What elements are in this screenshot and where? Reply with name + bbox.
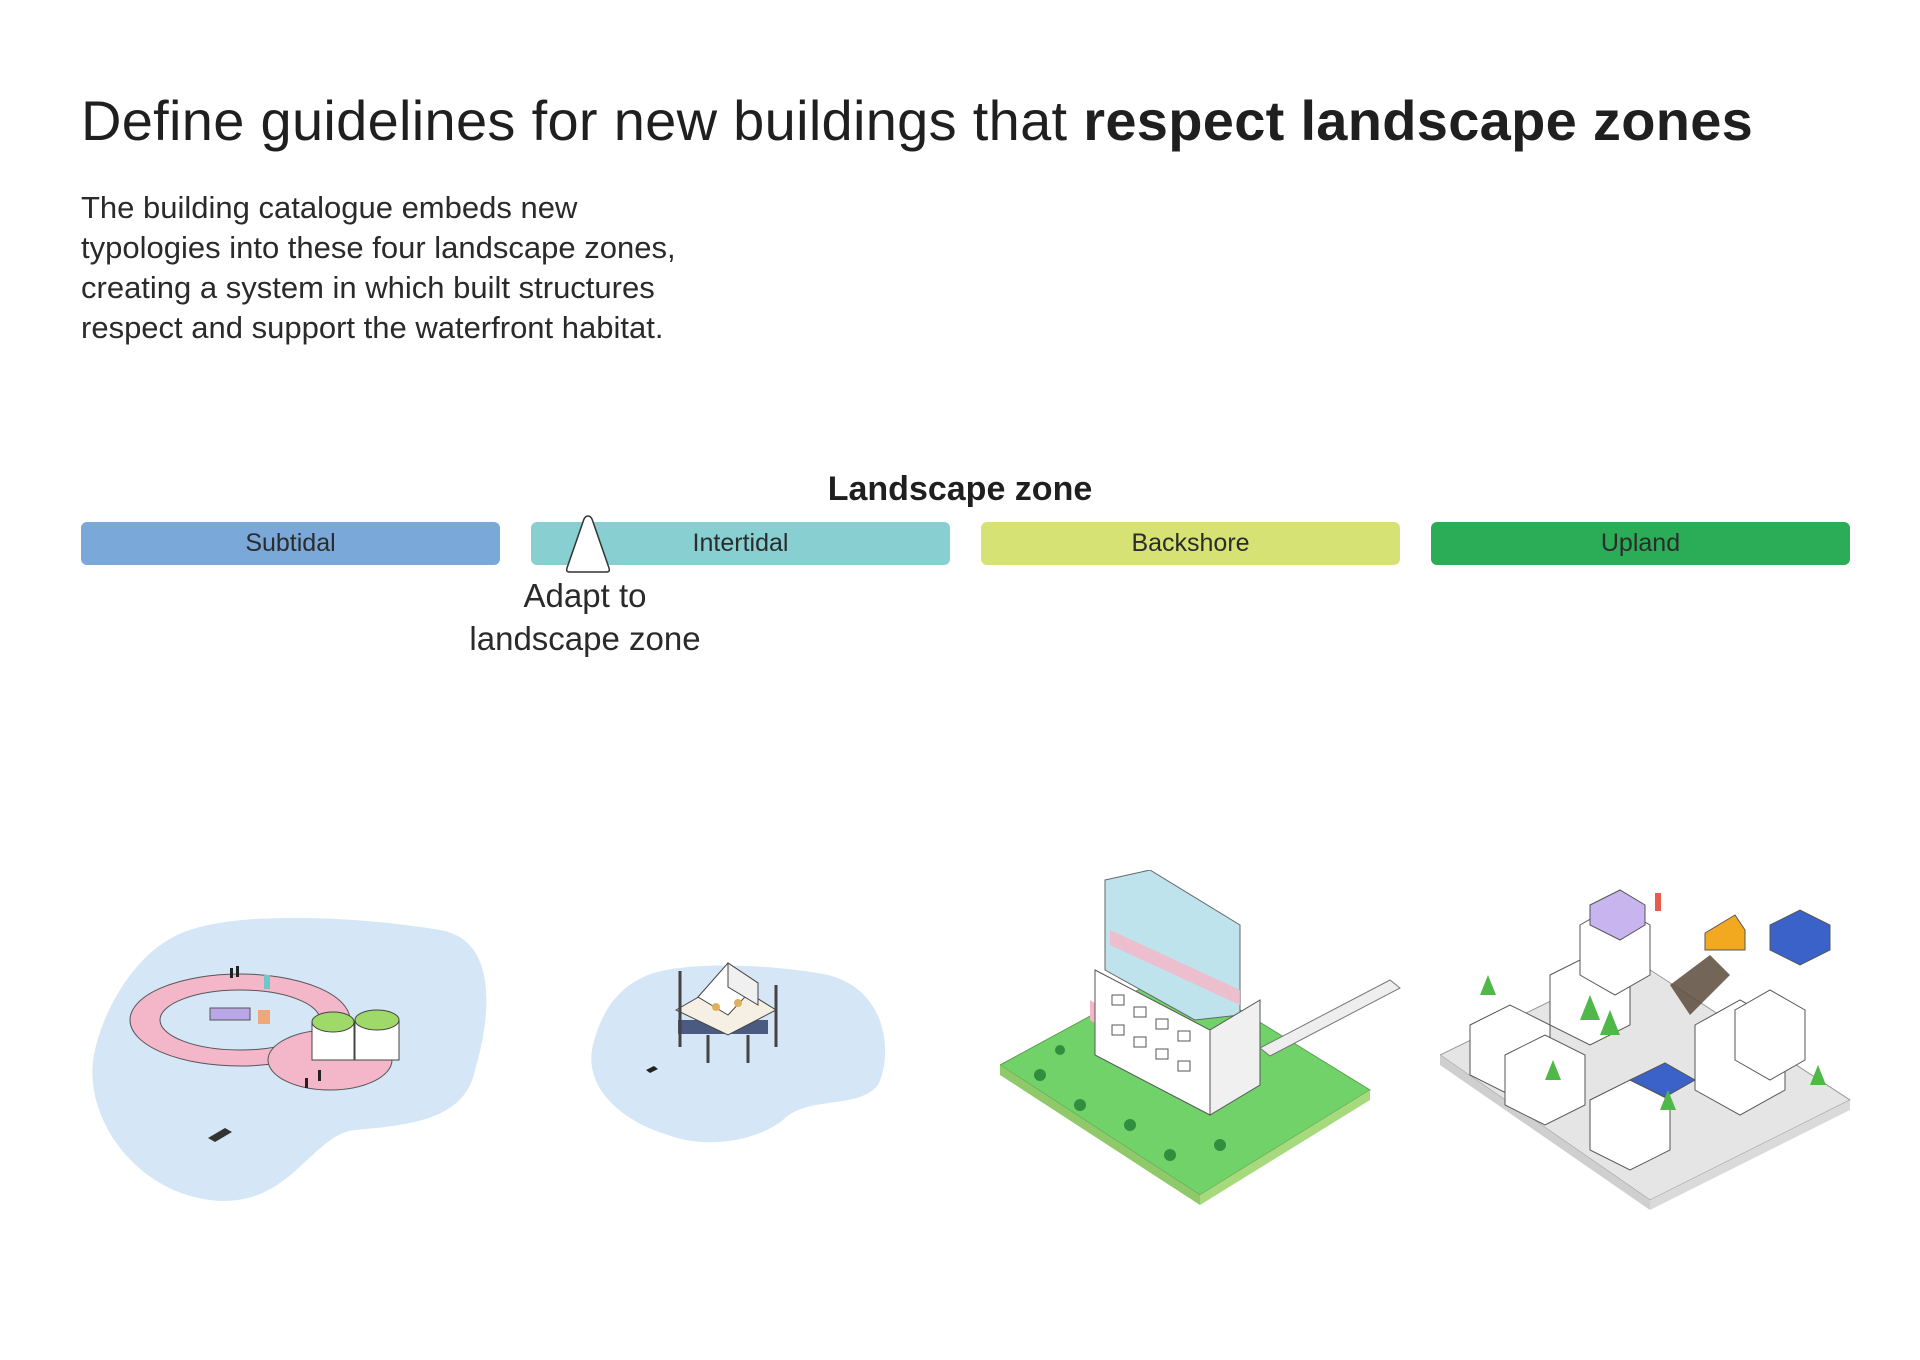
floating-platform-illustration: [92, 917, 487, 1201]
terraced-building-illustration: [1000, 870, 1401, 1205]
description: The building catalogue embeds new typolo…: [81, 190, 676, 345]
zone-heading: Landscape zone: [827, 470, 1093, 508]
zone-backshore[interactable]: Backshore: [981, 522, 1400, 565]
zone-label: Upland: [1600, 529, 1681, 557]
slider-handle-icon[interactable]: [564, 514, 612, 574]
slider-label: Adapt to landscape zone: [430, 574, 740, 660]
slider-label-line2: landscape zone: [469, 620, 701, 657]
slider-label-line1: Adapt to: [523, 577, 647, 614]
zone-label: Intertidal: [692, 529, 789, 557]
upland-village-illustration: [1440, 889, 1852, 1210]
zone-upland[interactable]: Upland: [1431, 522, 1850, 565]
stilt-house-illustration: [591, 962, 886, 1143]
zone-label: Backshore: [1131, 529, 1250, 557]
zone-subtidal[interactable]: Subtidal: [81, 522, 500, 565]
title-bold: respect landscape zones: [1083, 89, 1754, 152]
page-title: Define guidelines for new buildings that…: [81, 88, 1753, 153]
zone-label: Subtidal: [245, 529, 336, 557]
title-light: Define guidelines for new buildings that: [81, 89, 1084, 152]
